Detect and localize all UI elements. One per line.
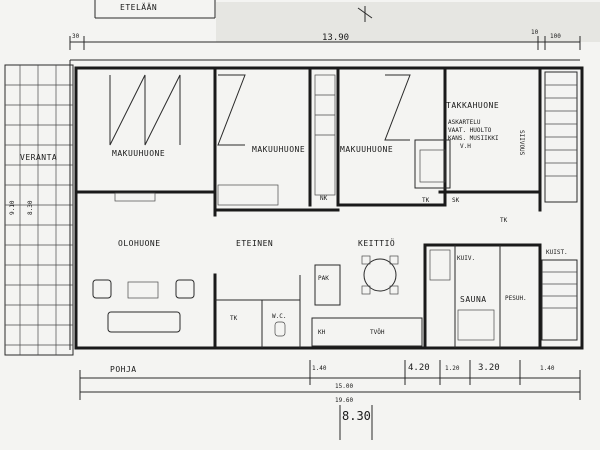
dining-table [363,258,397,292]
north-arrow-icon [357,6,373,22]
kuisti [541,259,578,341]
sofa [107,311,181,333]
counter-pak [314,264,341,306]
coffee-table [127,281,159,299]
dim-bottom-inner: 15.00 [335,383,353,390]
fixture-kh: KH [318,329,326,336]
bottom-dimensions: POHJA 1.40 4.20 1.20 3.20 1.40 15.00 19.… [79,360,581,440]
yard-hatch [216,2,600,42]
bedroom-3: MAKUUHUONE NK [314,74,411,202]
fixture-tk-3: TK [230,315,238,322]
fixture-nk: NK [320,195,328,202]
eteinen: ETEINEN TK W.C. [230,239,286,337]
dim-bottom-a: 1.40 [312,365,327,372]
room-pesuh: PESUH. [505,295,527,302]
room-olohuone: OLOHUONE [118,239,161,248]
room-kuist: KUIST. [546,249,568,256]
room-takkahuone: TAKKAHUONE [446,101,499,110]
dim-left-b: 8.30 [27,200,34,215]
dim-bottom-e: 1.40 [540,365,555,372]
bedroom-2: MAKUUHUONE [217,74,305,206]
porch-grid [5,65,73,355]
plan-title-pohja: POHJA [110,365,137,374]
dim-bottom-c: 1.20 [445,365,460,372]
dim-top-right-b: 100 [550,33,561,40]
dim-bottom-b: 4.20 [408,363,430,373]
room-makuuhuone-3: MAKUUHUONE [340,145,393,154]
fixture-tk-1: TK [422,197,430,204]
dim-bottom-outer: 19.60 [335,397,353,404]
askartelu-line-4: V.H [460,143,471,150]
room-makuuhuone-2: MAKUUHUONE [252,145,305,154]
room-sauna: SAUNA [460,295,487,304]
interior-walls [74,66,542,350]
veranta-porch: VERANTA 9.10 8.30 [4,64,74,356]
dim-bottom-offset: 8.30 [342,409,371,423]
askartelu-line-3: KANS. MUSIIKKI [448,135,499,142]
bedroom-1: MAKUUHUONE [109,74,181,202]
stairs-right: SIIVOUS TK [500,71,578,224]
dim-bottom-d: 3.20 [478,363,500,373]
room-kuiv: KUIV. [457,255,475,262]
dim-top-left: 30 [72,33,80,40]
stair-label: SIIVOUS [518,130,525,156]
top-dimension: 30 13.90 10 100 [69,29,581,50]
exterior-walls [69,59,584,350]
toilet-icon [274,321,286,337]
sauna-bench [457,309,495,341]
armchair-2 [175,279,195,299]
takkahuone: TAKKAHUONE ASKARTELU VAAT. HUOLTO KANS. … [414,101,499,204]
room-veranta: VERANTA [20,153,57,162]
room-eteinen: ETEINEN [236,239,273,248]
keittio: KEITTIÖ PAK KH TVÖH [311,238,423,347]
dim-top-right-a: 10 [531,29,539,36]
olohuone: OLOHUONE [92,239,195,333]
room-keittio: KEITTIÖ [358,238,395,248]
street-label: ETELÄÄN [120,2,157,12]
room-makuuhuone-1: MAKUUHUONE [112,149,165,158]
sauna-block: KUIV. SAUNA PESUH. KUIST. [429,249,578,341]
dim-left-a: 9.10 [9,200,16,215]
fixture-sk: SK [452,197,460,204]
armchair-1 [92,279,112,299]
askartelu-line-2: VAAT. HUOLTO [448,127,492,134]
askartelu-line-1: ASKARTELU [448,119,481,126]
kitchen-counter [311,317,423,347]
fixture-wc: W.C. [272,313,286,320]
site-strip: ETELÄÄN [94,0,600,42]
fixture-tk-2: TK [500,217,508,224]
dim-top-width: 13.90 [322,33,349,43]
fixture-tvoh: TVÖH [370,329,385,336]
fixture-pak: PAK [318,275,329,282]
